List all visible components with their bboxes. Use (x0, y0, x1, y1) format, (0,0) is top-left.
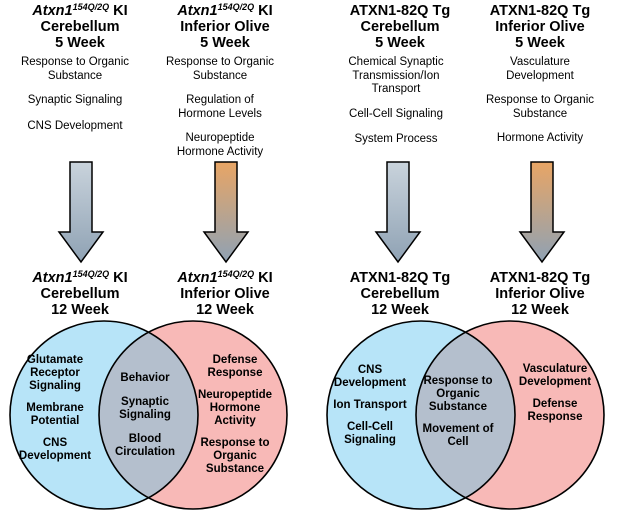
term: System Process (354, 133, 438, 145)
terms-5wk-1: Response to Organic Substance Synaptic S… (0, 56, 150, 143)
header-gene: ATXN1-82Q Tg (349, 3, 451, 19)
term: Synaptic Signaling (27, 94, 123, 106)
header-region: Cerebellum (40, 19, 120, 35)
term: Chemical Synaptic Transmission/Ion Trans… (348, 56, 444, 95)
down-arrow-2 (202, 161, 250, 264)
venn-term: Cell-Cell Signaling (344, 421, 396, 446)
header-region: Inferior Olive (180, 19, 270, 35)
header-gene: Atxn1154Q/2Q KI (32, 2, 128, 20)
terms-5wk-3: Chemical Synaptic Transmission/Ion Trans… (321, 56, 471, 157)
header-gene: ATXN1-82Q Tg (489, 270, 591, 286)
header-region: Cerebellum (40, 286, 120, 302)
term: Vasculature Development (506, 56, 574, 82)
venn-term: Defense Response (527, 398, 583, 423)
overlap-region (416, 321, 515, 509)
down-arrow-4 (518, 161, 566, 264)
venn-term: Synaptic Signaling (119, 396, 171, 421)
header-bottom-1: Atxn1154Q/2Q KI Cerebellum 12 Week (5, 269, 155, 319)
header-region: Inferior Olive (180, 286, 270, 302)
cerebellum-circle-outline (326, 320, 516, 510)
header-age: 5 Week (515, 35, 565, 51)
header-bottom-3: ATXN1-82Q Tg Cerebellum 12 Week (325, 270, 475, 318)
venn-term: Behavior (120, 372, 170, 384)
header-age: 5 Week (375, 35, 425, 51)
terms-5wk-4: Vasculature Development Response to Orga… (465, 56, 615, 156)
venn-term: Movement of Cell (422, 423, 494, 448)
term: Cell-Cell Signaling (349, 107, 443, 120)
inferior-olive-circle-outline (415, 320, 605, 510)
venn-term: CNS Development (333, 364, 407, 389)
header-gene: ATXN1-82Q Tg (489, 3, 591, 19)
venn2-right-terms: Vasculature Development Defense Response (506, 363, 604, 433)
venn-term: Neuropeptide Hormone Activity (197, 389, 273, 427)
term: Neuropeptide Hormone Activity (176, 132, 264, 158)
down-arrow-1 (57, 161, 105, 264)
venn1-left-terms: Glutamate Receptor Signaling Membrane Po… (10, 354, 100, 472)
header-gene: Atxn1154Q/2Q KI (32, 269, 128, 287)
venn-term: Membrane Potential (26, 402, 84, 427)
terms-5wk-2: Response to Organic Substance Regulation… (145, 56, 295, 169)
cerebellum-circle-outline (9, 320, 199, 510)
header-age: 5 Week (55, 35, 105, 51)
header-gene: Atxn1154Q/2Q KI (177, 2, 273, 20)
venn1-overlap-terms: Behavior Synaptic Signaling Blood Circul… (103, 372, 187, 468)
inferior-olive-circle-outline (98, 320, 288, 510)
term: Hormone Activity (496, 132, 584, 144)
venn-term: Glutamate Receptor Signaling (26, 354, 84, 392)
venn-diagram-1 (9, 320, 288, 510)
venn-term: Response to Organic Substance (200, 437, 270, 475)
venn1-right-terms: Defense Response Neuropeptide Hormone Ac… (188, 354, 282, 485)
term: CNS Development (27, 119, 123, 132)
header-age: 12 Week (196, 302, 254, 318)
venn-term: CNS Development (18, 437, 92, 462)
header-bottom-4: ATXN1-82Q Tg Inferior Olive 12 Week (465, 270, 615, 318)
venn-term: Response to Organic Substance (423, 375, 493, 413)
header-region: Inferior Olive (495, 19, 585, 35)
venn-term: Vasculature Development (518, 363, 592, 388)
header-region: Inferior Olive (495, 286, 585, 302)
term: Response to Organic Substance (20, 56, 130, 82)
header-age: 12 Week (51, 302, 109, 318)
down-arrow-3 (374, 161, 422, 264)
venn2-overlap-terms: Response to Organic Substance Movement o… (412, 375, 504, 458)
venn-term: Blood Circulation (114, 433, 176, 458)
term: Response to Organic Substance (485, 94, 595, 120)
term: Regulation of Hormone Levels (178, 94, 262, 120)
header-age: 5 Week (200, 35, 250, 51)
venn-term: Defense Response (207, 354, 263, 379)
overlap-region (99, 321, 198, 509)
header-top-3: ATXN1-82Q Tg Cerebellum 5 Week (325, 3, 475, 51)
header-bottom-2: Atxn1154Q/2Q KI Inferior Olive 12 Week (150, 269, 300, 319)
header-region: Cerebellum (360, 286, 440, 302)
term: Response to Organic Substance (165, 56, 275, 82)
header-age: 12 Week (371, 302, 429, 318)
header-age: 12 Week (511, 302, 569, 318)
header-region: Cerebellum (360, 19, 440, 35)
venn-term: Ion Transport (333, 399, 407, 411)
header-top-4: ATXN1-82Q Tg Inferior Olive 5 Week (465, 3, 615, 51)
header-gene: Atxn1154Q/2Q KI (177, 269, 273, 287)
venn-diagram-2 (326, 320, 605, 510)
venn2-left-terms: CNS Development Ion Transport Cell-Cell … (328, 364, 412, 456)
header-top-2: Atxn1154Q/2Q KI Inferior Olive 5 Week (150, 2, 300, 52)
header-top-1: Atxn1154Q/2Q KI Cerebellum 5 Week (5, 2, 155, 52)
header-gene: ATXN1-82Q Tg (349, 270, 451, 286)
